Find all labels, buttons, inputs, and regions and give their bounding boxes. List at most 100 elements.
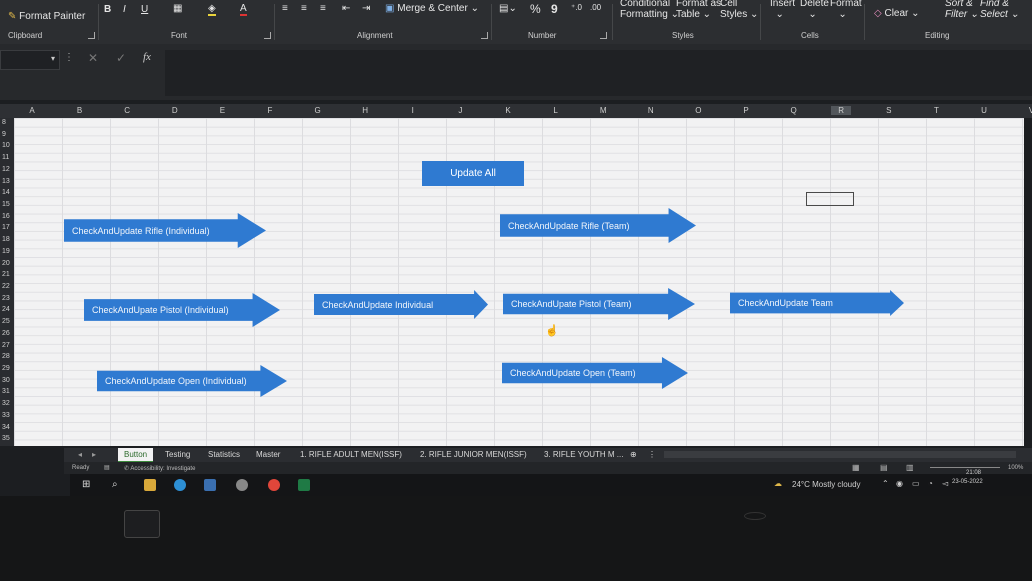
insert-function-button[interactable]: fx bbox=[143, 51, 151, 63]
add-sheet-icon[interactable]: ⊕ bbox=[630, 450, 637, 459]
page-break-icon[interactable]: ▥ bbox=[906, 463, 914, 472]
horizontal-scrollbar[interactable] bbox=[664, 451, 1016, 458]
row-header-17[interactable]: 17 bbox=[2, 224, 10, 232]
column-header-r[interactable]: R bbox=[831, 106, 852, 115]
row-header-26[interactable]: 26 bbox=[2, 329, 10, 337]
row-header-32[interactable]: 32 bbox=[2, 400, 10, 408]
align-right-icon[interactable]: ≡ bbox=[320, 3, 326, 14]
cell-styles-button[interactable]: Cell Styles ⌄ bbox=[720, 0, 759, 20]
tab-rifle-junior-men[interactable]: 2. RIFLE JUNIOR MEN(ISSF) bbox=[420, 450, 527, 459]
row-header-35[interactable]: 35 bbox=[2, 435, 10, 443]
row-header-13[interactable]: 13 bbox=[2, 177, 10, 185]
cancel-icon[interactable]: ✕ bbox=[88, 51, 99, 65]
tab-scroll-right-icon[interactable]: ▸ bbox=[92, 450, 97, 459]
column-header-k[interactable]: K bbox=[505, 106, 511, 115]
clock-time[interactable]: 21:08 bbox=[966, 470, 982, 476]
app-icon[interactable] bbox=[236, 479, 248, 491]
column-header-v[interactable]: V bbox=[1028, 106, 1032, 115]
row-header-24[interactable]: 24 bbox=[2, 306, 10, 314]
store-icon[interactable] bbox=[204, 479, 216, 491]
comma-style-button[interactable]: 9 bbox=[551, 2, 558, 16]
row-header-29[interactable]: 29 bbox=[2, 365, 10, 372]
sort-filter-button[interactable]: Sort & Filter ⌄ bbox=[945, 0, 979, 20]
fill-color-icon[interactable]: ◈ bbox=[208, 3, 216, 16]
format-as-table-button[interactable]: Format as Table ⌄ bbox=[676, 0, 722, 20]
column-header-d[interactable]: D bbox=[171, 106, 178, 115]
column-header-i[interactable]: I bbox=[411, 106, 414, 115]
enter-icon[interactable]: ✓ bbox=[116, 51, 127, 65]
row-header-8[interactable]: 8 bbox=[2, 119, 6, 126]
tab-statistics[interactable]: Statistics bbox=[208, 450, 241, 459]
name-box-dropdown-icon[interactable]: ▾ bbox=[50, 54, 55, 63]
column-header-e[interactable]: E bbox=[219, 106, 226, 115]
row-header-12[interactable]: 12 bbox=[2, 165, 10, 173]
conditional-formatting-button[interactable]: Conditional Formatting ⌄ bbox=[620, 0, 679, 20]
weather-status[interactable]: 24°C Mostly cloudy bbox=[792, 480, 861, 489]
column-header-u[interactable]: U bbox=[981, 106, 987, 115]
tab-rifle-youth[interactable]: 3. RIFLE YOUTH M ... bbox=[544, 450, 624, 459]
column-header-n[interactable]: N bbox=[647, 106, 654, 115]
chrome-icon[interactable] bbox=[268, 479, 280, 491]
column-header-a[interactable]: A bbox=[29, 106, 35, 115]
column-header-j[interactable]: J bbox=[458, 106, 463, 115]
column-header-l[interactable]: L bbox=[553, 106, 558, 115]
accessibility-status[interactable]: ✆ Accessibility: Investigate bbox=[124, 466, 196, 472]
tab-scroll-left-icon[interactable]: ◂ bbox=[78, 450, 83, 459]
align-left-icon[interactable]: ≡ bbox=[282, 3, 288, 14]
wifi-icon[interactable]: ◔ bbox=[928, 479, 933, 488]
find-select-button[interactable]: Find & Select ⌄ bbox=[980, 0, 1019, 20]
row-header-33[interactable]: 33 bbox=[2, 411, 10, 419]
page-layout-icon[interactable]: ▤ bbox=[880, 463, 888, 472]
borders-icon[interactable]: ▦ bbox=[173, 3, 183, 14]
row-header-23[interactable]: 23 bbox=[2, 294, 10, 302]
font-launcher[interactable] bbox=[264, 32, 271, 39]
network-icon[interactable]: ◉ bbox=[896, 479, 903, 488]
edge-icon[interactable] bbox=[174, 479, 186, 491]
tab-rifle-adult-men[interactable]: 1. RIFLE ADULT MEN(ISSF) bbox=[300, 450, 402, 459]
windows-start-icon[interactable]: ⊞ bbox=[82, 479, 91, 490]
tab-button[interactable]: Button bbox=[118, 448, 154, 463]
row-header-22[interactable]: 22 bbox=[2, 283, 10, 290]
search-icon[interactable]: ⌕ bbox=[112, 479, 118, 490]
macro-record-icon[interactable]: ▤ bbox=[104, 465, 110, 471]
zoom-level[interactable]: 100% bbox=[1008, 465, 1024, 471]
tab-master[interactable]: Master bbox=[256, 450, 281, 459]
normal-view-icon[interactable]: ▦ bbox=[852, 463, 860, 472]
decrease-decimal-icon[interactable]: .00 bbox=[590, 3, 602, 12]
row-header-28[interactable]: 28 bbox=[2, 353, 10, 361]
column-header-f[interactable]: F bbox=[267, 106, 273, 115]
row-header-27[interactable]: 27 bbox=[2, 341, 10, 349]
clipboard-launcher[interactable] bbox=[88, 32, 95, 39]
active-cell[interactable] bbox=[806, 192, 854, 206]
name-box[interactable]: ▾ bbox=[0, 50, 60, 70]
row-header-18[interactable]: 18 bbox=[2, 236, 10, 244]
more-options-icon[interactable]: ⋮ bbox=[64, 52, 74, 63]
excel-icon[interactable] bbox=[298, 479, 310, 491]
row-header-19[interactable]: 19 bbox=[2, 247, 10, 255]
insert-button[interactable]: Insert ⌄ bbox=[770, 0, 796, 20]
row-header-31[interactable]: 31 bbox=[2, 388, 10, 396]
formula-input[interactable] bbox=[165, 50, 1032, 96]
individual-arrow-button[interactable]: CheckAndUpdate Individual bbox=[314, 290, 488, 319]
row-header-10[interactable]: 10 bbox=[2, 142, 10, 150]
percent-button[interactable]: % bbox=[530, 2, 541, 16]
row-header-30[interactable]: 30 bbox=[2, 376, 10, 384]
format-painter-button[interactable]: ✎ Format Painter bbox=[8, 11, 86, 22]
column-header-t[interactable]: T bbox=[933, 106, 939, 115]
increase-indent-icon[interactable]: ⇥ bbox=[362, 3, 371, 14]
row-header-21[interactable]: 21 bbox=[2, 271, 10, 279]
column-header-h[interactable]: H bbox=[362, 106, 369, 115]
row-header-16[interactable]: 16 bbox=[2, 212, 10, 220]
column-header-q[interactable]: Q bbox=[790, 106, 797, 115]
tab-more-icon[interactable]: ⋮ bbox=[648, 450, 656, 459]
increase-decimal-icon[interactable]: ⁺.0 bbox=[571, 3, 582, 12]
row-header-14[interactable]: 14 bbox=[2, 189, 10, 197]
update-all-button[interactable]: Update All bbox=[422, 161, 524, 186]
zoom-slider[interactable] bbox=[930, 467, 1000, 468]
column-header-p[interactable]: P bbox=[743, 106, 749, 115]
font-color-button[interactable]: A bbox=[240, 3, 247, 16]
tab-testing[interactable]: Testing bbox=[165, 450, 191, 459]
align-center-icon[interactable]: ≡ bbox=[301, 3, 307, 14]
merge-center-button[interactable]: ▣ Merge & Center ⌄ bbox=[385, 3, 479, 14]
column-header-b[interactable]: B bbox=[76, 106, 83, 115]
